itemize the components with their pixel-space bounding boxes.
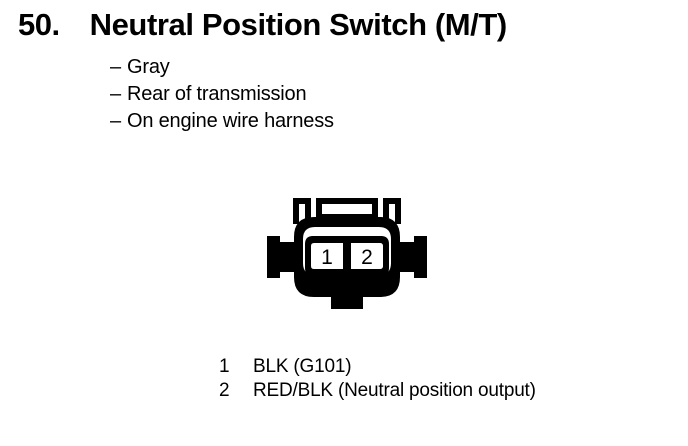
list-item: – Gray [110,56,334,83]
heading-item-number: 50. [18,7,60,42]
list-item-label: On engine wire harness [127,110,334,132]
cavity-number-1: 1 [321,246,333,269]
connector-illustration: 1 2 [267,198,427,309]
connector-housing [267,217,427,309]
terminal-legend: 1 BLK (G101) 2 RED/BLK (Neutral position… [219,356,536,404]
dash-icon: – [110,83,122,105]
legend-pin-number: 2 [219,380,230,401]
list-item: – Rear of transmission [110,83,334,110]
dash-icon: – [110,110,122,132]
dash-icon: – [110,56,122,78]
list-item: – On engine wire harness [110,110,334,137]
page-heading: 50. Neutral Position Switch (M/T) [18,7,507,43]
latch-tab-left-icon [293,198,311,224]
legend-pin-number: 1 [219,356,230,377]
legend-wire-label: BLK (G101) [253,356,352,377]
legend-wire-label: RED/BLK (Neutral position output) [253,380,536,401]
connector-attribute-list: – Gray – Rear of transmission – On engin… [110,56,334,137]
latch-tab-right-icon [383,198,401,224]
legend-row: 1 BLK (G101) [219,356,536,380]
legend-row: 2 RED/BLK (Neutral position output) [219,380,536,404]
connector-top-latch-tabs [293,198,401,224]
list-item-label: Gray [127,56,170,78]
cavity-number-2: 2 [361,246,373,269]
connector-cavity-block [305,236,389,276]
list-item-label: Rear of transmission [127,83,307,105]
latch-center-bar-icon [316,198,378,220]
heading-title: Neutral Position Switch (M/T) [89,7,508,42]
connector-diagram: 1 2 [252,186,442,316]
